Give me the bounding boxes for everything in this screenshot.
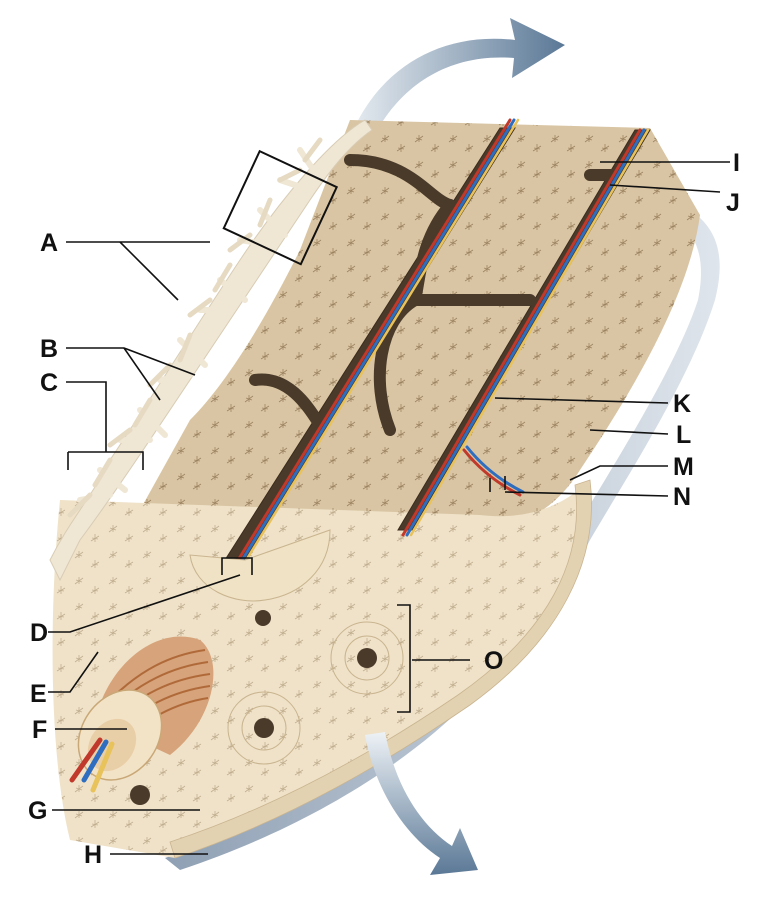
spongy-bone <box>49 119 373 582</box>
label-g: G <box>28 797 47 825</box>
cross-section-texture <box>52 480 592 858</box>
label-f: F <box>32 716 47 744</box>
label-j: J <box>726 189 740 217</box>
letter-labels: A B C D E F G H I J K L M N O <box>28 149 740 869</box>
label-h: H <box>84 841 102 869</box>
label-i: I <box>733 149 740 177</box>
label-l: L <box>676 421 691 449</box>
label-e: E <box>30 680 47 708</box>
detail-box <box>222 149 339 266</box>
label-a: A <box>40 229 58 257</box>
compact-bone-texture <box>140 120 700 530</box>
bottom-direction-arrow <box>365 732 478 875</box>
label-o: O <box>484 647 503 675</box>
leader-lines <box>48 161 730 855</box>
label-c: C <box>40 369 58 397</box>
label-n: N <box>673 483 691 511</box>
osteon-cylinder <box>69 636 214 793</box>
top-direction-arrow <box>340 18 565 170</box>
label-b: B <box>40 335 58 363</box>
osteon-half-cylinder <box>189 529 331 602</box>
blood-vessels <box>230 118 650 572</box>
label-m: M <box>673 453 694 481</box>
cross-section-canals <box>130 610 404 805</box>
label-k: K <box>673 390 691 418</box>
label-d: D <box>30 619 48 647</box>
